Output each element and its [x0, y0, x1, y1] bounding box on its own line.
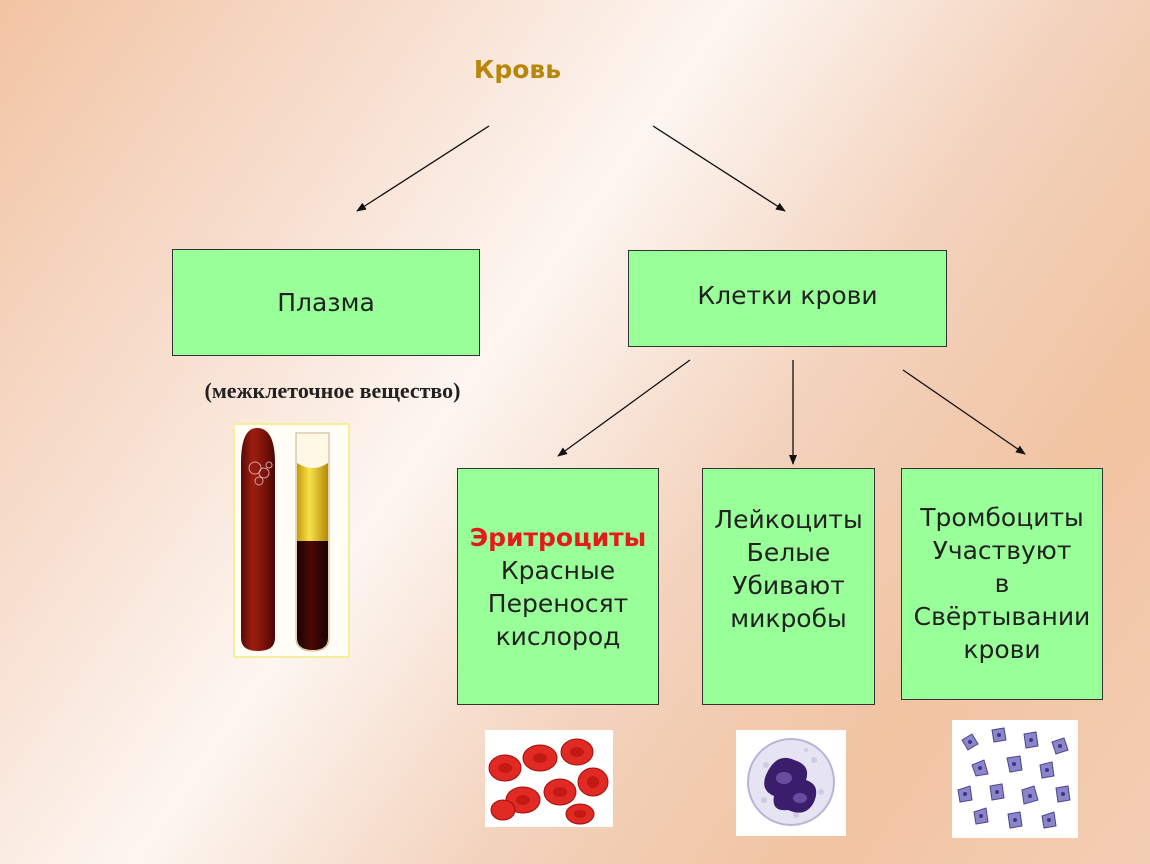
arrow-to-cells [652, 125, 786, 212]
erythrocytes-line2: Переносят [487, 589, 629, 618]
platelets-line4: крови [963, 635, 1041, 664]
erythrocytes-line3: кислород [495, 622, 621, 651]
test-tubes-image [233, 423, 350, 658]
leukocytes-box: Лейкоциты Белые Убивают микробы [702, 468, 875, 705]
plasma-box: Плазма [172, 249, 480, 356]
leukocytes-name: Лейкоциты [714, 505, 863, 534]
platelets-name: Тромбоциты [920, 503, 1084, 532]
platelets-image [952, 720, 1078, 838]
platelets-box: Тромбоциты Участвуют в Свёртывании крови [901, 468, 1103, 700]
erythrocytes-box: Эритроциты Красные Переносят кислород [457, 468, 659, 705]
leukocytes-line2: Убивают [732, 571, 845, 600]
arrow-to-platelets [902, 369, 1026, 455]
plasma-label: Плазма [277, 288, 375, 317]
leukocyte-image [736, 730, 846, 836]
erythrocytes-line1: Красные [500, 556, 616, 585]
plasma-note: (межклеточное вещество) [204, 378, 461, 403]
arrow-to-erythrocytes [557, 359, 691, 457]
diagram-title: Кровь [473, 55, 562, 84]
arrow-to-plasma [356, 125, 490, 212]
erythrocytes-name: Эритроциты [469, 523, 647, 552]
cells-label: Клетки крови [697, 281, 878, 310]
platelets-line2: в [994, 569, 1010, 598]
leukocytes-line1: Белые [746, 538, 831, 567]
platelets-line1: Участвуют [932, 536, 1072, 565]
cells-box: Клетки крови [628, 250, 947, 347]
erythrocytes-image [485, 730, 613, 827]
platelets-line3: Свёртывании [913, 602, 1091, 631]
leukocytes-line3: микробы [730, 604, 847, 633]
